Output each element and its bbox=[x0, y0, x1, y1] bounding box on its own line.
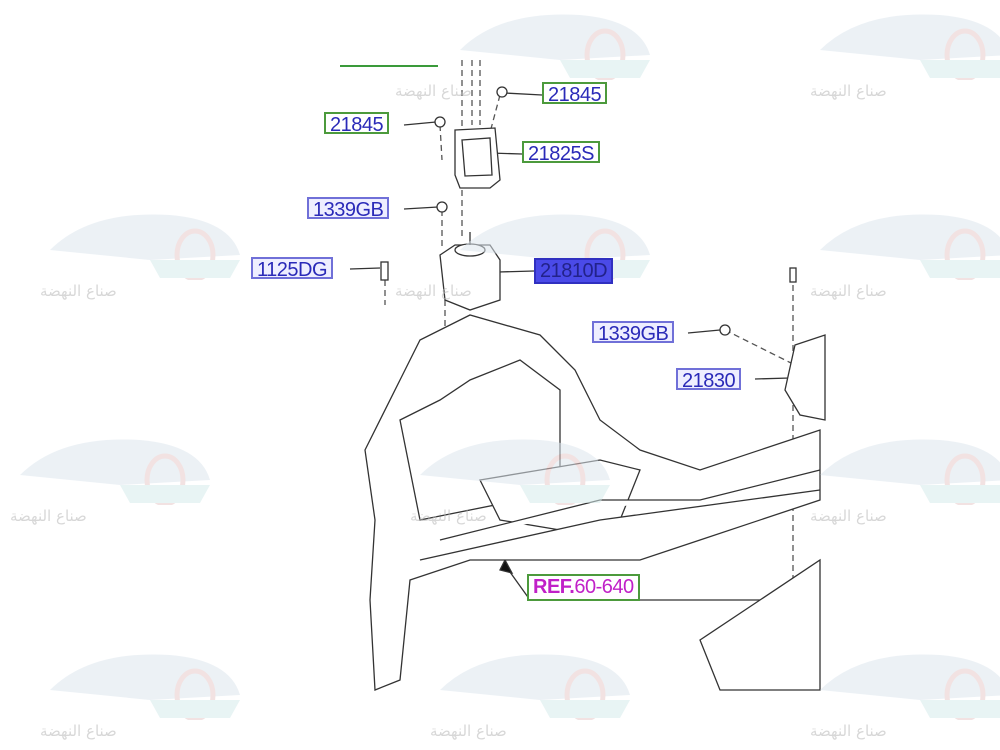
part-21825S bbox=[454, 127, 501, 189]
callout-1339GB-right[interactable]: 1339GB bbox=[592, 321, 675, 345]
ref-number: 60-640 bbox=[574, 576, 634, 598]
part-21810D bbox=[439, 232, 501, 311]
ref-arrowhead bbox=[499, 558, 514, 574]
callout-21830[interactable]: 21830 bbox=[676, 368, 742, 392]
callout-21845-left[interactable]: 21845 bbox=[324, 112, 390, 136]
callout-1125DG[interactable]: 1125DG bbox=[251, 257, 334, 281]
callout-21810D-selected[interactable]: 21810D bbox=[534, 258, 614, 284]
reference-link[interactable]: REF.60-640 bbox=[527, 574, 640, 601]
ref-prefix: REF. bbox=[533, 576, 575, 598]
part-1339GB-right bbox=[719, 267, 797, 336]
part-21830 bbox=[784, 334, 826, 421]
callout-21825S[interactable]: 21825S bbox=[522, 141, 600, 165]
callout-1339GB-left[interactable]: 1339GB bbox=[307, 197, 390, 221]
part-1125DG bbox=[380, 261, 389, 281]
part-21845 bbox=[434, 86, 508, 213]
subframe bbox=[364, 314, 821, 691]
callout-21845-top[interactable]: 21845 bbox=[542, 82, 608, 106]
